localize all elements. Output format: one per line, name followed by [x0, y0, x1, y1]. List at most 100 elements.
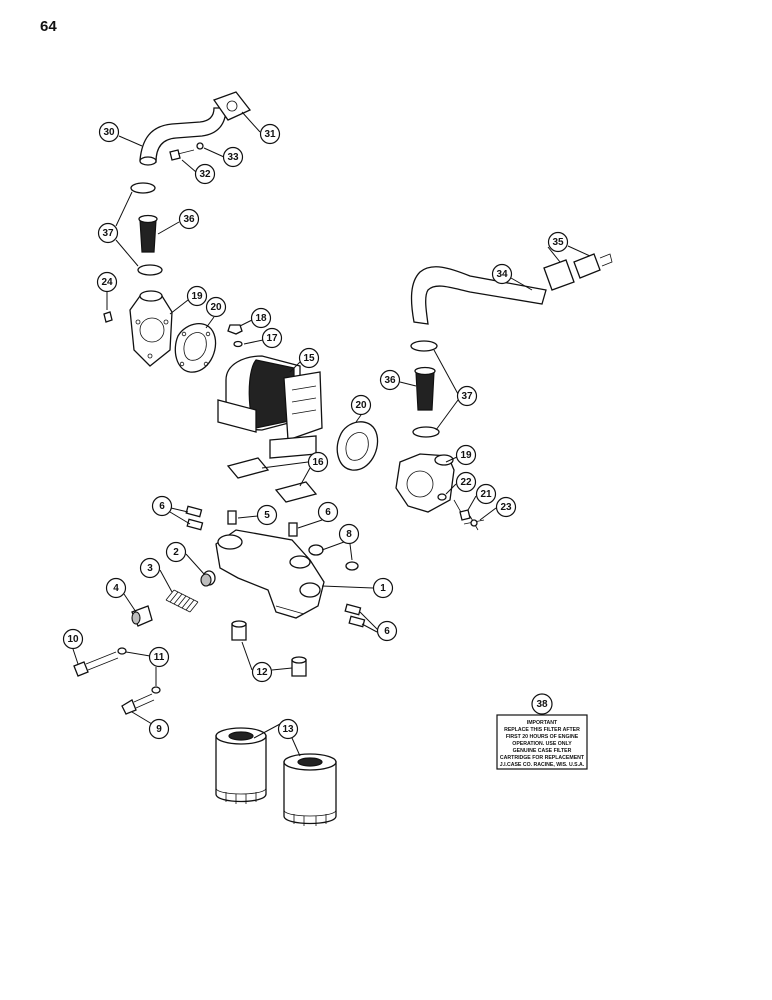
callout-circle — [376, 620, 398, 642]
callout-circle — [250, 307, 272, 329]
callout-6: 6 — [317, 501, 339, 523]
callout-circle — [186, 285, 208, 307]
callout-label: 34 — [496, 269, 508, 280]
callout-circle — [531, 693, 553, 715]
callout-21: 21 — [475, 483, 497, 505]
callout-37: 37 — [456, 385, 478, 407]
callout-circle — [350, 394, 372, 416]
callout-circle — [105, 577, 127, 599]
part-1-filter-base — [215, 529, 325, 619]
callout-label: 33 — [227, 152, 239, 163]
callout-circle — [97, 222, 119, 244]
callout-circle — [455, 444, 477, 466]
callout-circle — [151, 495, 173, 517]
part-6-plug — [288, 522, 298, 537]
part-6-plug — [185, 505, 203, 518]
callout-circle — [178, 208, 200, 230]
decal-line: J.I.CASE CO. RACINE, WIS. U.S.A. — [500, 762, 585, 768]
part-37-clamp — [412, 426, 440, 438]
callout-circle — [139, 557, 161, 579]
decal-line: OPERATION. USE ONLY — [512, 741, 572, 747]
decal-line: FIRST 20 HOURS OF ENGINE — [506, 734, 579, 740]
part-6-plug — [186, 518, 204, 531]
part-30-elbow-hose — [139, 107, 227, 166]
part-13-filter — [283, 753, 337, 826]
callout-label: 37 — [461, 391, 473, 402]
callout-20: 20 — [205, 296, 227, 318]
page-number: 64 — [40, 18, 57, 35]
part-11-washer — [117, 647, 127, 655]
callout-circle — [165, 541, 187, 563]
callout-38: 38 — [531, 693, 553, 715]
callout-label: 36 — [183, 214, 195, 225]
callout-label: 37 — [102, 228, 114, 239]
callout-19: 19 — [186, 285, 208, 307]
callout-label: 12 — [256, 667, 268, 678]
callout-circle — [372, 577, 394, 599]
callout-32: 32 — [194, 163, 216, 185]
callout-12: 12 — [251, 661, 273, 683]
callout-5: 5 — [256, 504, 278, 526]
callout-circle — [455, 471, 477, 493]
part-19-housing — [395, 453, 455, 513]
callout-label: 19 — [460, 450, 472, 461]
callout-circle — [256, 504, 278, 526]
part-34-hose — [410, 266, 547, 325]
callout-circle — [379, 369, 401, 391]
callout-24: 24 — [96, 271, 118, 293]
part-38-decal: IMPORTANT REPLACE THIS FILTER AFTER FIRS… — [496, 714, 588, 770]
callout-circle — [148, 646, 170, 668]
callout-6: 6 — [151, 495, 173, 517]
callout-circle — [491, 263, 513, 285]
callout-circle — [338, 523, 360, 545]
callout-circle — [98, 121, 120, 143]
part-19-housing — [129, 290, 173, 367]
part-16-gasket — [274, 481, 318, 503]
callout-label: 6 — [159, 501, 165, 512]
callout-36: 36 — [379, 369, 401, 391]
callout-label: 24 — [101, 277, 113, 288]
callout-8: 8 — [338, 523, 360, 545]
callout-label: 1 — [380, 583, 386, 594]
callout-circle — [259, 123, 281, 145]
callout-circle — [222, 146, 244, 168]
callout-label: 5 — [264, 510, 270, 521]
decal-line: CARTRIDGE FOR REPLACEMENT — [500, 755, 585, 761]
callout-36: 36 — [178, 208, 200, 230]
part-35-fitting — [543, 253, 613, 291]
part-9-bolt — [121, 693, 155, 715]
callout-label: 2 — [173, 547, 179, 558]
callout-circle — [96, 271, 118, 293]
callout-label: 13 — [282, 724, 294, 735]
callout-circle — [298, 347, 320, 369]
callout-label: 17 — [266, 333, 278, 344]
callout-6: 6 — [376, 620, 398, 642]
callout-22: 22 — [455, 471, 477, 493]
callout-circle — [277, 718, 299, 740]
callout-circle — [307, 451, 329, 473]
part-18-nut — [227, 324, 243, 335]
part-37-clamp — [410, 340, 438, 352]
part-8-o-ring — [308, 544, 324, 556]
callout-label: 38 — [536, 699, 548, 710]
callout-9: 9 — [148, 718, 170, 740]
callout-16: 16 — [307, 451, 329, 473]
part-15-oil-cooler — [217, 355, 323, 459]
callout-label: 20 — [210, 302, 222, 313]
part-23-fitting — [463, 515, 485, 531]
part-36-hose-sleeve — [138, 214, 158, 253]
callout-label: 16 — [312, 457, 324, 468]
callout-3: 3 — [139, 557, 161, 579]
callout-circle — [547, 231, 569, 253]
part-33-washer — [196, 142, 204, 150]
callout-31: 31 — [259, 123, 281, 145]
part-11-washer — [151, 686, 161, 694]
callout-label: 19 — [191, 291, 203, 302]
callout-label: 9 — [156, 724, 162, 735]
part-36-hose-sleeve — [414, 366, 436, 411]
callout-19: 19 — [455, 444, 477, 466]
callout-label: 23 — [500, 502, 512, 513]
callout-4: 4 — [105, 577, 127, 599]
